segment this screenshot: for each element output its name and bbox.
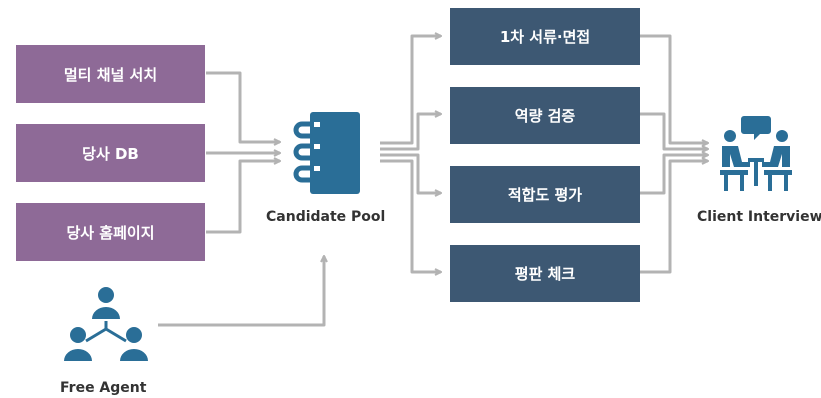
source-label: 당사 홈페이지	[66, 223, 155, 242]
stage-reference-check: 평판 체크	[450, 245, 640, 302]
stage-label: 평판 체크	[514, 265, 576, 283]
source-company-homepage: 당사 홈페이지	[16, 203, 205, 261]
interview-meeting-icon	[720, 116, 792, 191]
source-label: 당사 DB	[82, 144, 139, 163]
stage-label: 역량 검증	[514, 107, 576, 125]
free-agent-label: Free Agent	[60, 380, 147, 396]
source-company-db: 당사 DB	[16, 124, 205, 182]
source-label: 멀티 채널 서치	[63, 65, 158, 84]
source-multichannel-search: 멀티 채널 서치	[16, 45, 205, 103]
client-interview-label: Client Interview	[697, 209, 821, 225]
notebook-icon	[293, 112, 360, 194]
stage-label: 1차 서류·면접	[499, 28, 591, 46]
team-hierarchy-icon	[64, 287, 148, 361]
stage-label: 적합도 평가	[507, 186, 583, 204]
stage-competency-verification: 역량 검증	[450, 87, 640, 144]
stage-fit-evaluation: 적합도 평가	[450, 166, 640, 223]
stage-document-interview: 1차 서류·면접	[450, 8, 640, 65]
pool-label: Candidate Pool	[266, 209, 386, 225]
